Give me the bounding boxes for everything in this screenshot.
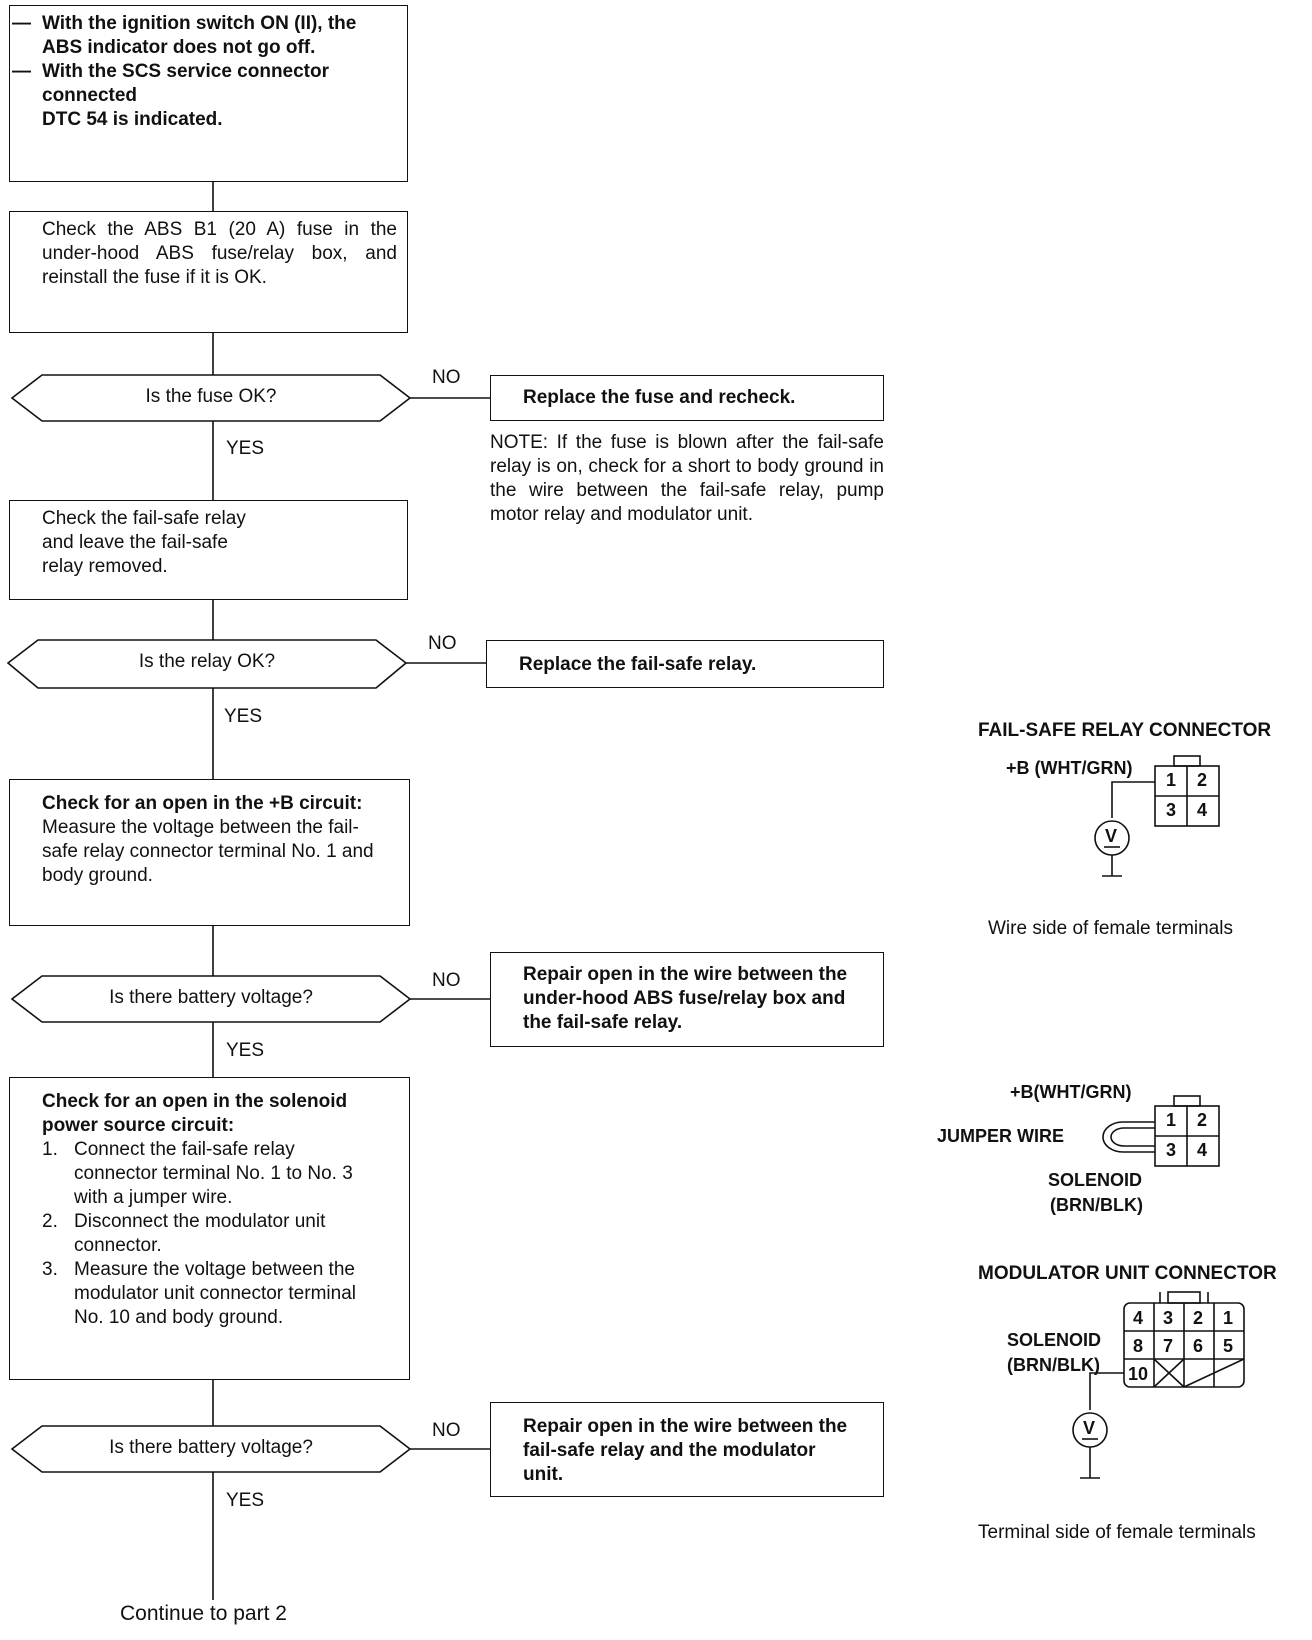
check-relay-text: Check the fail-safe relay and leave the … bbox=[42, 508, 246, 577]
pin-2: 2 bbox=[1193, 1308, 1204, 1328]
check-solenoid-title: Check for an open in the solenoid power … bbox=[42, 1091, 348, 1136]
question-fuse: Is the fuse OK? bbox=[145, 386, 277, 407]
pin-2: 2 bbox=[1197, 1110, 1208, 1130]
replace-fuse-box: Replace the fuse and recheck. bbox=[490, 375, 884, 421]
decision-shape bbox=[6, 639, 408, 689]
pin-1: 1 bbox=[1223, 1308, 1234, 1328]
check-b-circuit-box: Check for an open in the +B circuit: Mea… bbox=[9, 779, 410, 926]
solenoid-step-2: 2.Disconnect the modulator unit connecto… bbox=[42, 1211, 326, 1256]
fail-safe-wire-label: +B (WHT/GRN) bbox=[1006, 758, 1133, 778]
jumper-wire-label: JUMPER WIRE bbox=[937, 1126, 1065, 1146]
label-no-battery-1: NO bbox=[432, 970, 461, 991]
pin-7: 7 bbox=[1163, 1336, 1174, 1356]
repair-open-solenoid-text: Repair open in the wire between the fail… bbox=[523, 1416, 848, 1485]
start-condition-box: With the ignition switch ON (II), the AB… bbox=[9, 5, 408, 182]
check-relay-box: Check the fail-safe relay and leave the … bbox=[9, 500, 408, 600]
modulator-solenoid-label: SOLENOID bbox=[1007, 1330, 1102, 1350]
check-fuse-box: Check the ABS B1 (20 A) fuse in the unde… bbox=[9, 211, 408, 333]
condition-1: With the ignition switch ON (II), the AB… bbox=[12, 12, 397, 60]
repair-open-solenoid-box: Repair open in the wire between the fail… bbox=[490, 1402, 884, 1497]
replace-relay-text: Replace the fail-safe relay. bbox=[519, 654, 757, 675]
check-solenoid-box: Check for an open in the solenoid power … bbox=[9, 1077, 410, 1380]
pin-4: 4 bbox=[1133, 1308, 1144, 1328]
question-battery-2: Is there battery voltage? bbox=[109, 1437, 313, 1458]
pin-10: 10 bbox=[1128, 1364, 1149, 1384]
fail-safe-caption: Wire side of female terminals bbox=[988, 918, 1233, 939]
fail-safe-relay-connector bbox=[1094, 755, 1220, 877]
pin-4: 4 bbox=[1197, 800, 1208, 820]
pin-1: 1 bbox=[1166, 770, 1177, 790]
label-no-battery-2: NO bbox=[432, 1420, 461, 1441]
replace-relay-box: Replace the fail-safe relay. bbox=[486, 640, 884, 688]
solenoid-label: SOLENOID bbox=[1048, 1170, 1143, 1190]
pin-3: 3 bbox=[1166, 1140, 1177, 1160]
voltmeter-symbol: V bbox=[1105, 826, 1118, 846]
jumper-wire-color-label: +B(WHT/GRN) bbox=[1010, 1082, 1132, 1102]
fuse-note: NOTE: If the fuse is blown after the fai… bbox=[490, 432, 884, 525]
pin-4: 4 bbox=[1197, 1140, 1208, 1160]
pin-2: 2 bbox=[1197, 770, 1208, 790]
pin-3: 3 bbox=[1163, 1308, 1174, 1328]
modulator-solenoid-color: (BRN/BLK) bbox=[1007, 1355, 1100, 1375]
question-battery-1: Is there battery voltage? bbox=[109, 987, 313, 1008]
pin-5: 5 bbox=[1223, 1336, 1234, 1356]
continue-text: Continue to part 2 bbox=[120, 1602, 287, 1625]
fail-safe-connector-title: FAIL-SAFE RELAY CONNECTOR bbox=[978, 720, 1272, 741]
question-relay: Is the relay OK? bbox=[138, 651, 276, 672]
decision-shape bbox=[10, 374, 412, 422]
solenoid-color-label: (BRN/BLK) bbox=[1050, 1195, 1143, 1215]
decision-shape bbox=[10, 975, 412, 1023]
label-no-fuse: NO bbox=[432, 367, 461, 388]
dtc-text: DTC 54 is indicated. bbox=[42, 109, 223, 130]
label-no-relay: NO bbox=[428, 633, 457, 654]
jumper-connector bbox=[1102, 1095, 1220, 1167]
pin-6: 6 bbox=[1193, 1336, 1204, 1356]
check-fuse-text: Check the ABS B1 (20 A) fuse in the unde… bbox=[42, 219, 397, 288]
repair-open-b-text: Repair open in the wire between the unde… bbox=[523, 964, 848, 1033]
modulator-unit-connector bbox=[1072, 1291, 1245, 1479]
check-b-title: Check for an open in the +B circuit: bbox=[42, 793, 363, 814]
label-yes-battery-2: YES bbox=[226, 1490, 265, 1511]
solenoid-step-1: 1.Connect the fail-safe relay connector … bbox=[42, 1139, 353, 1208]
decision-shape bbox=[10, 1425, 412, 1473]
check-b-body: Measure the voltage between the fail-saf… bbox=[42, 817, 374, 886]
label-yes-battery-1: YES bbox=[226, 1040, 265, 1061]
label-yes-relay: YES bbox=[224, 706, 263, 727]
pin-3: 3 bbox=[1166, 800, 1177, 820]
repair-open-b-box: Repair open in the wire between the unde… bbox=[490, 952, 884, 1047]
modulator-connector-title: MODULATOR UNIT CONNECTOR bbox=[978, 1263, 1277, 1284]
modulator-caption: Terminal side of female terminals bbox=[978, 1522, 1256, 1543]
label-yes-fuse: YES bbox=[226, 438, 265, 459]
condition-2: With the SCS service connector connected bbox=[12, 60, 397, 108]
voltmeter-symbol: V bbox=[1083, 1418, 1096, 1438]
replace-fuse-text: Replace the fuse and recheck. bbox=[523, 387, 796, 408]
solenoid-step-3: 3.Measure the voltage between the modula… bbox=[42, 1259, 356, 1328]
pin-8: 8 bbox=[1133, 1336, 1144, 1356]
pin-1: 1 bbox=[1166, 1110, 1177, 1130]
